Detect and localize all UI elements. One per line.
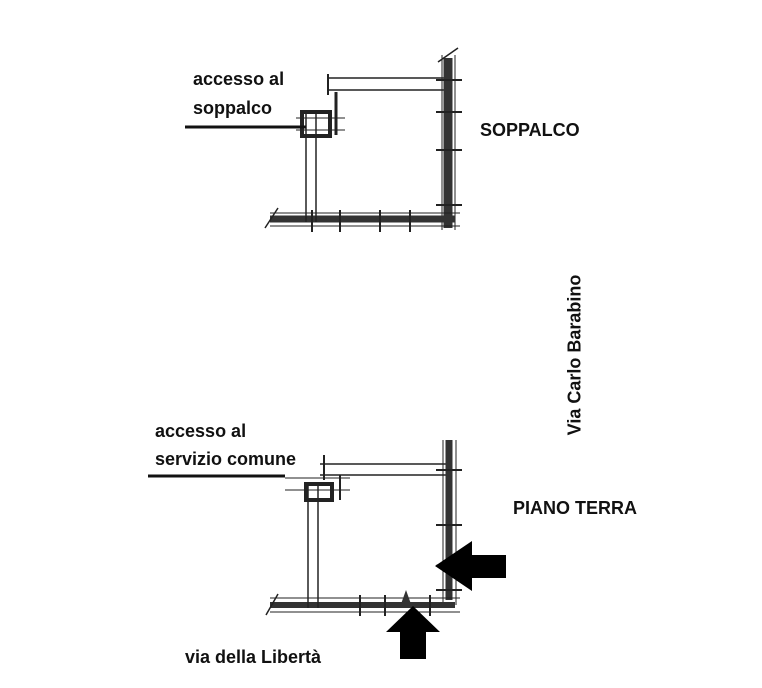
soppalco-access-label-line2: soppalco [193,98,273,118]
entrance-arrow-south-icon [386,606,440,659]
street-label-south: via della Libertà [185,647,322,667]
soppalco-plan [264,47,462,232]
entrance-arrow-east-icon [435,541,506,591]
street-label-east: Via Carlo Barabino [564,274,585,436]
common-access-label-line1: accesso al [155,421,247,441]
ground-floor-title: PIANO TERRA [513,498,638,518]
soppalco-title: SOPPALCO [480,120,580,140]
soppalco-access-label-line1: accesso al [193,69,285,89]
common-access-label-line2: servizio comune [155,449,297,469]
